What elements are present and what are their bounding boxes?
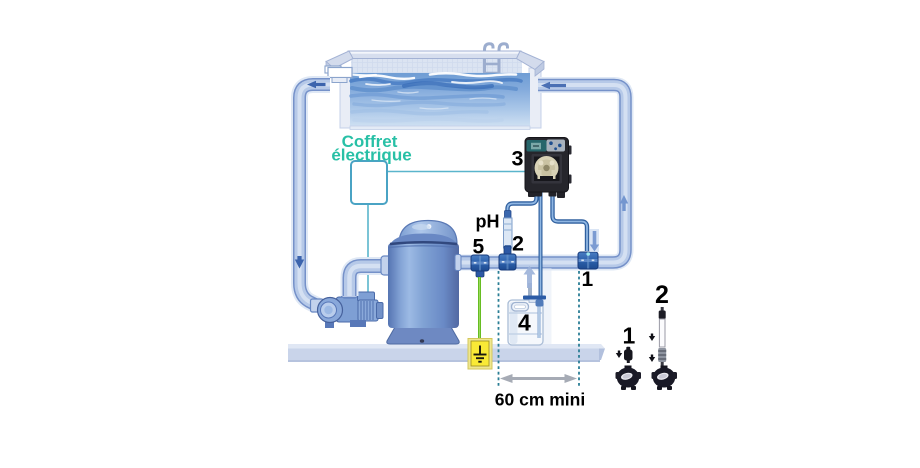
svg-text:5: 5 — [473, 236, 485, 259]
svg-text:3: 3 — [512, 147, 524, 171]
svg-text:pH: pH — [476, 212, 500, 232]
svg-text:2: 2 — [512, 232, 524, 256]
svg-text:4: 4 — [518, 310, 531, 336]
svg-text:60 cm mini: 60 cm mini — [495, 390, 585, 410]
svg-text:électrique: électrique — [331, 146, 411, 165]
svg-text:1: 1 — [623, 323, 636, 349]
svg-text:2: 2 — [655, 281, 669, 309]
svg-text:Coffret: Coffret — [342, 132, 398, 151]
svg-text:1: 1 — [582, 268, 594, 291]
